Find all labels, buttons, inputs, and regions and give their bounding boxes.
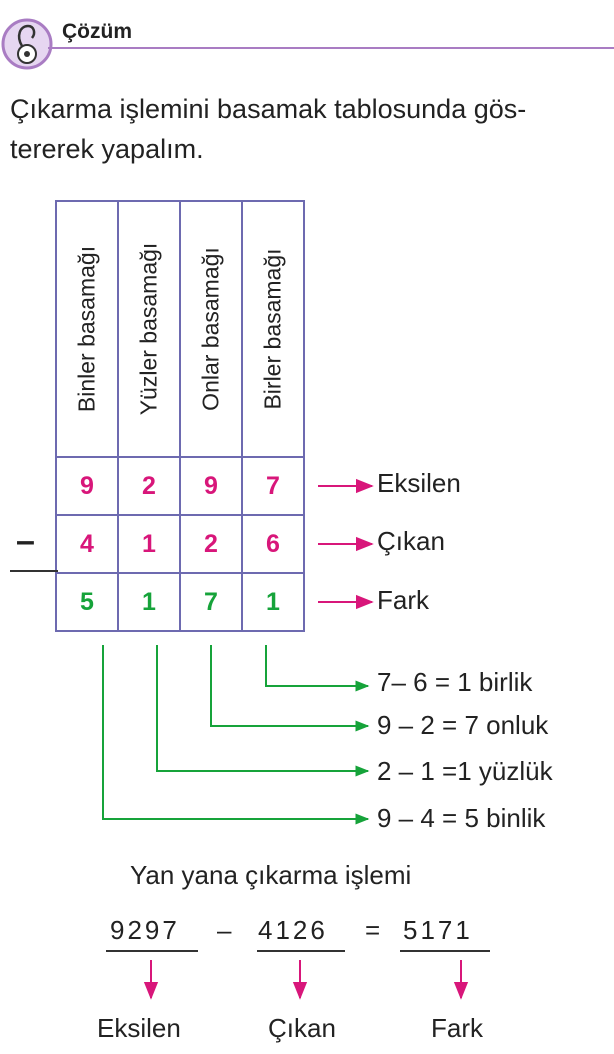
cell: 5 [55,572,119,632]
subtrahend: 4126 [258,915,328,945]
step-ones: 7– 6 = 1 birlik [377,667,533,697]
bottom-label-cikan: Çıkan [268,1013,336,1043]
header-tens: Onlar basamağı [179,200,243,458]
header-ones: Birler basamağı [241,200,305,458]
row-difference: 5 1 7 1 [55,572,305,632]
intro-line-2: tererek yapalım. [10,134,204,164]
header-title: Çözüm [62,20,132,43]
connector-ones [265,645,370,692]
bottom-label-fark: Fark [431,1013,483,1043]
connector-tens [210,645,370,732]
cell: 2 [117,456,181,516]
equals-operator: = [365,915,384,945]
intro-text: Çıkarma işlemini basamak tablosunda gös-… [10,89,610,169]
subtraction-rule [10,570,58,572]
cell: 1 [117,572,181,632]
minuend: 9297 [110,915,180,945]
cell: 7 [179,572,243,632]
connector-thousands [102,645,370,825]
cell: 9 [179,456,243,516]
cell: 6 [241,514,305,574]
label-cikan: Çıkan [377,526,445,556]
step-thousands: 9 – 4 = 5 binlik [377,803,546,833]
cell: 1 [241,572,305,632]
row-subtrahend: 4 1 2 6 [55,514,305,574]
connector-hundreds [156,645,370,777]
side-by-side-title: Yan yana çıkarma işlemi [130,860,412,890]
cell: 9 [55,456,119,516]
cell: 1 [117,514,181,574]
cell: 2 [179,514,243,574]
minus-operator: – [217,915,235,945]
header-thousands: Binler basamağı [55,200,119,458]
minus-sign: – [16,522,35,560]
solution-icon [1,18,53,70]
cell: 4 [55,514,119,574]
bottom-label-eksilen: Eksilen [97,1013,181,1043]
step-tens: 9 – 2 = 7 onluk [377,710,549,740]
header-rule [48,47,614,49]
cell: 7 [241,456,305,516]
header-hundreds: Yüzler basamağı [117,200,181,458]
difference: 5171 [403,915,473,945]
label-fark: Fark [377,585,429,615]
label-eksilen: Eksilen [377,468,461,498]
row-minuend: 9 2 9 7 [55,456,305,516]
intro-line-1: Çıkarma işlemini basamak tablosunda gös- [10,94,527,124]
place-value-table: Binler basamağı Yüzler basamağı Onlar ba… [55,200,305,632]
step-hundreds: 2 – 1 =1 yüzlük [377,756,553,786]
